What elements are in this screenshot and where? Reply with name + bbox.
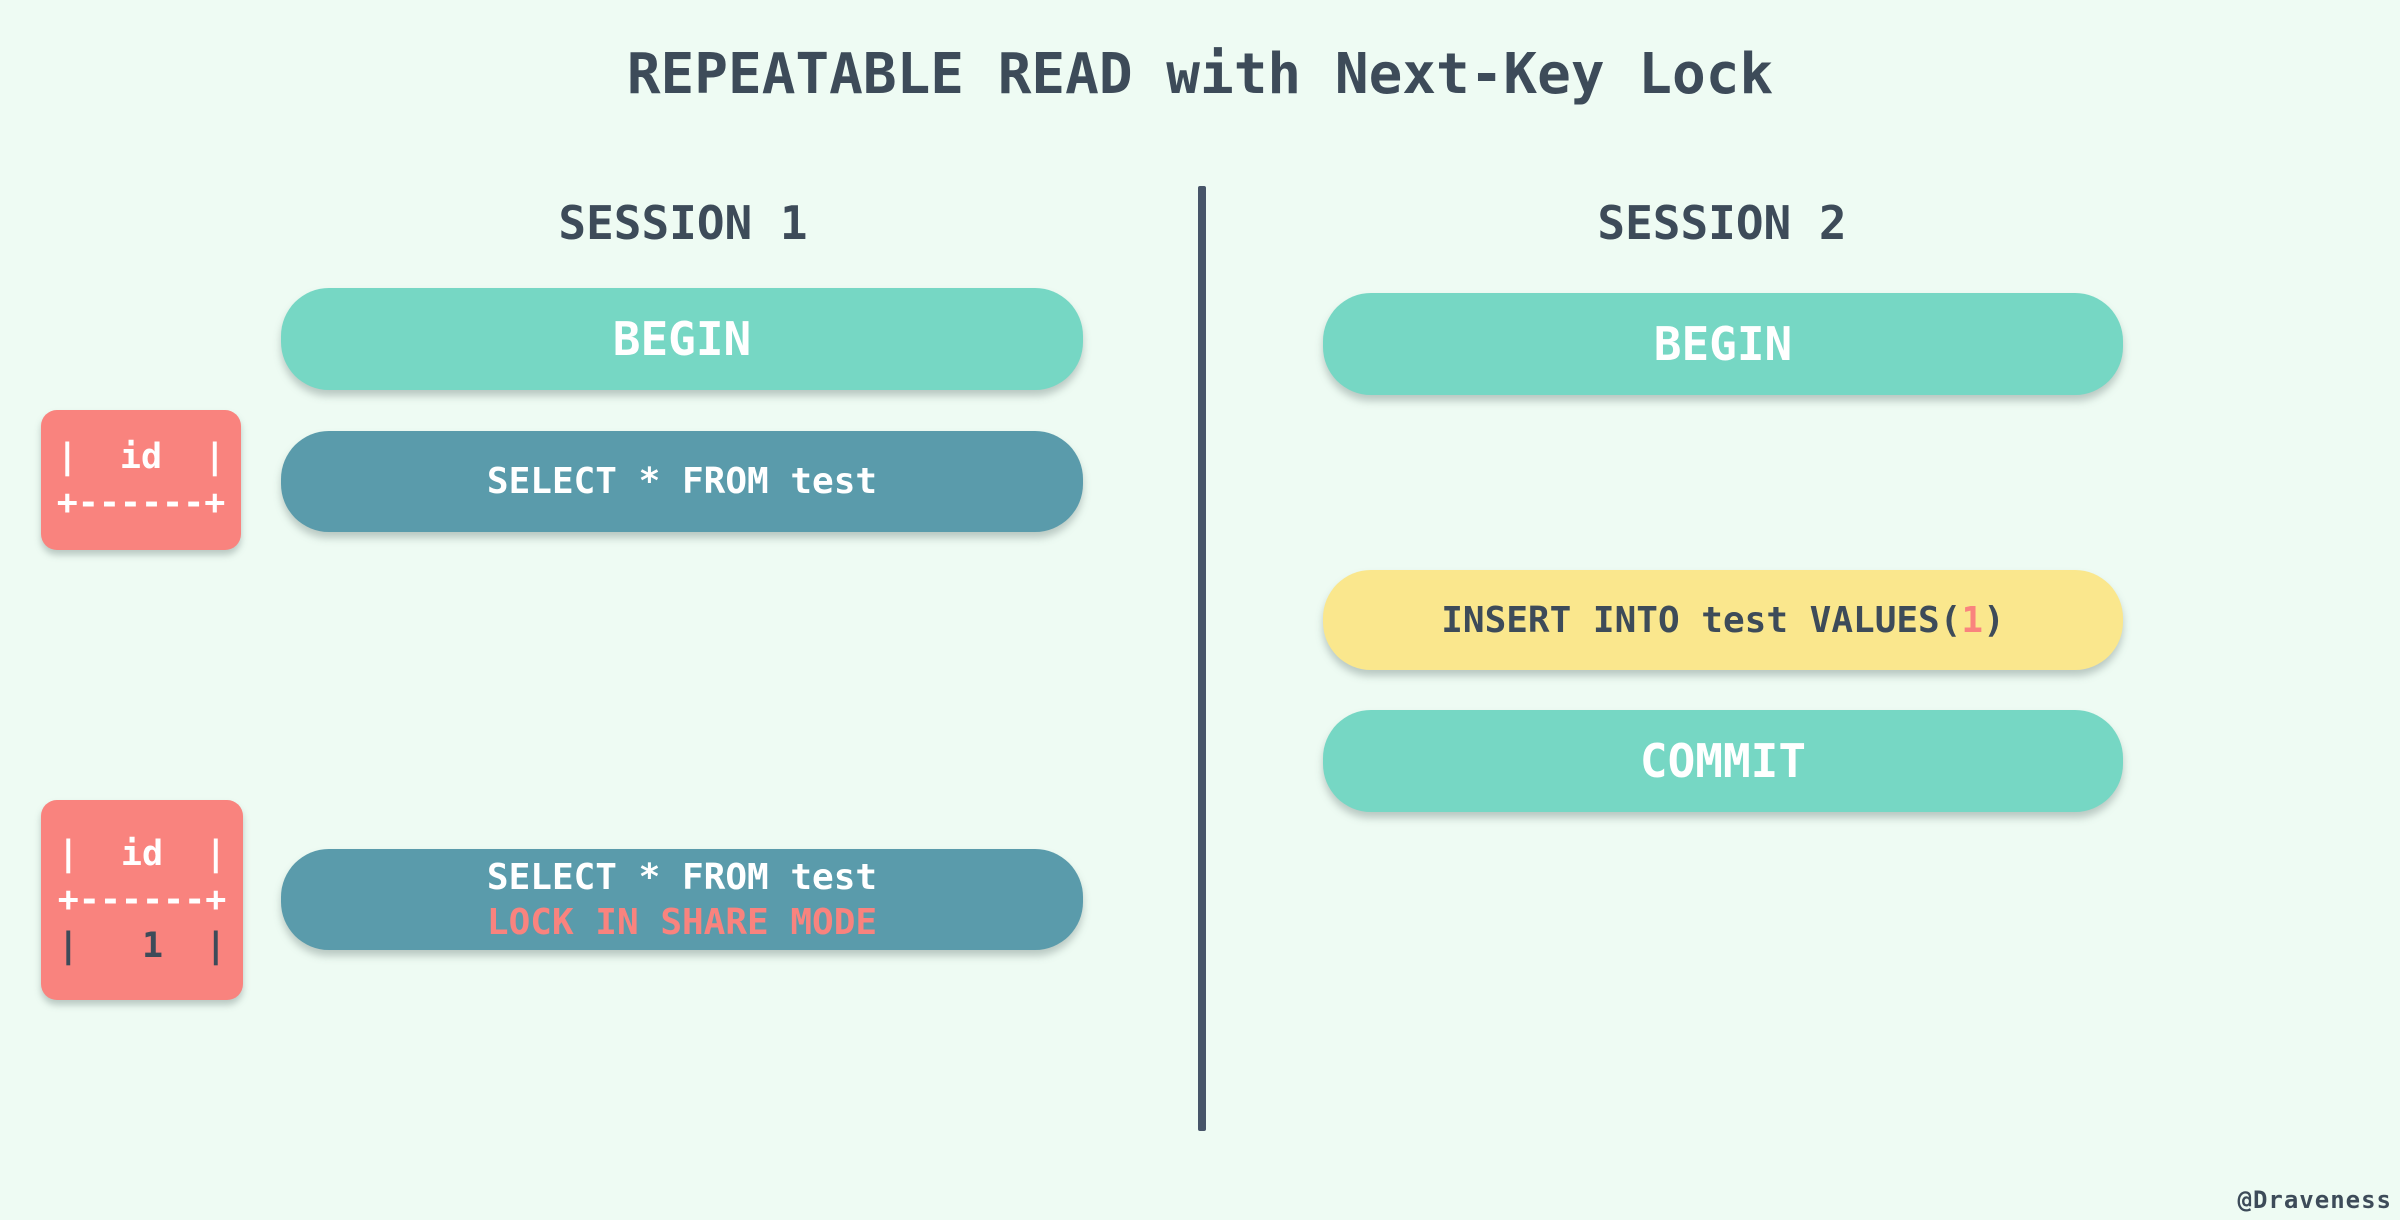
page-title: REPEATABLE READ with Next-Key Lock xyxy=(626,42,1774,107)
session-2-label: SESSION 2 xyxy=(1597,196,1847,250)
session1-begin-step: BEGIN xyxy=(281,288,1083,390)
query-result-empty-table: | id | +------+ xyxy=(41,410,241,550)
insert-value-highlight: 1 xyxy=(1961,599,1984,641)
session2-begin-label: BEGIN xyxy=(1653,317,1793,371)
author-credit: @Draveness xyxy=(2237,1186,2392,1214)
insert-sql-suffix: ) xyxy=(1983,599,2005,641)
result-value-row: | 1 | xyxy=(57,926,227,966)
session1-select-label: SELECT * FROM test xyxy=(486,461,878,502)
session1-lock-clause-label: LOCK IN SHARE MODE xyxy=(486,901,878,943)
session2-insert-label: INSERT INTO test VALUES(1) xyxy=(1441,600,2005,641)
result-header-row: | id | xyxy=(57,834,227,874)
query-result-with-row-table: | id | +------+ | 1 | xyxy=(41,800,243,1000)
session1-select-step: SELECT * FROM test xyxy=(281,431,1083,532)
session2-begin-step: BEGIN xyxy=(1323,293,2123,395)
session1-begin-label: BEGIN xyxy=(612,312,752,366)
session1-select-lock-step: SELECT * FROM test LOCK IN SHARE MODE xyxy=(281,849,1083,950)
session2-commit-step: COMMIT xyxy=(1323,710,2123,812)
result-separator-row: +------+ xyxy=(56,483,226,523)
session-1-label: SESSION 1 xyxy=(558,196,808,250)
insert-sql-prefix: INSERT INTO test VALUES( xyxy=(1441,599,1962,641)
session1-select-repeat-label: SELECT * FROM test xyxy=(486,856,878,898)
result-separator-row: +------+ xyxy=(57,880,227,920)
session2-insert-step: INSERT INTO test VALUES(1) xyxy=(1323,570,2123,670)
session2-commit-label: COMMIT xyxy=(1639,734,1807,788)
result-header-row: | id | xyxy=(56,437,226,477)
session-divider-line xyxy=(1198,186,1206,1131)
